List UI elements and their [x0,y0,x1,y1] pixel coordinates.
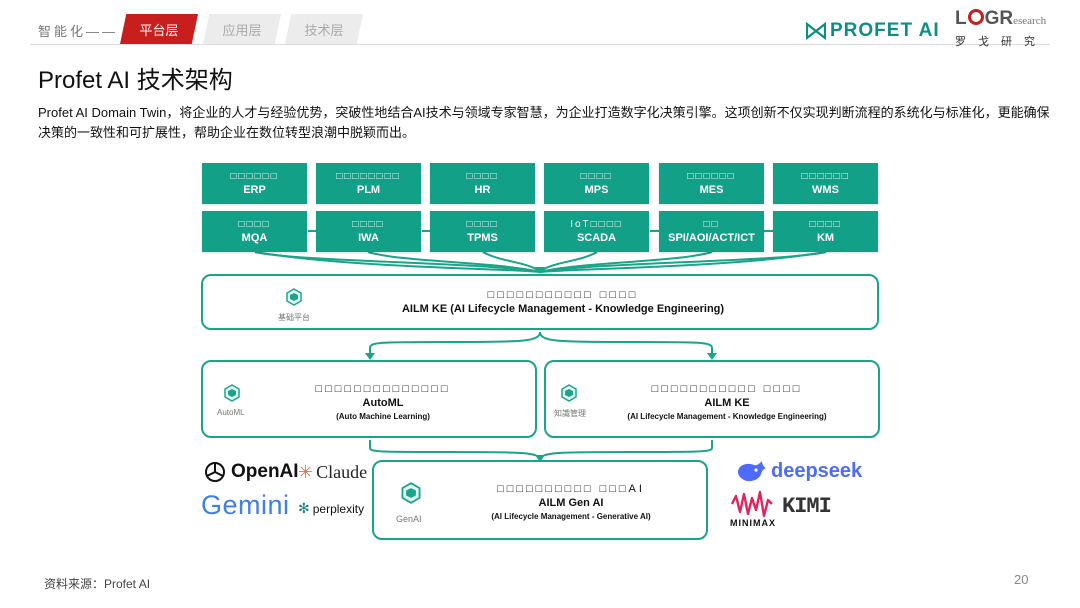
ailmke-cn-label: □□□□□□□□□□□ □□□□ [651,383,803,395]
logr-gr: GR [984,8,1014,29]
claude-star-icon: ✳ [298,462,314,482]
system-cn-label: IoT□□□□ [570,219,623,230]
automl-en-label: AutoML [362,397,404,409]
whale-icon [738,461,766,482]
system-box-mes: □□□□□□ MES [659,163,764,204]
ailmke-icon-label: 知識管理 [554,409,586,418]
genai-cn-label: □□□□□□□□□□ □□□AI [497,483,645,495]
openai-icon [205,462,225,482]
profet-logo-icon [806,22,826,40]
page-description: Profet AI Domain Twin，将企业的人才与经验优势，突破性地结合… [38,105,1050,140]
system-en-label: SPI/AOI/ACT/ICT [668,232,755,244]
system-cn-label: □□□□□□ [801,171,850,182]
system-cn-label: □□□□ [809,219,842,230]
system-cn-label: □□□□ [466,171,499,182]
openai-label: OpenAI [231,461,299,482]
gemini-label: Gemini [201,490,290,520]
automl-sub-label: (Auto Machine Learning) [336,412,430,421]
system-box-wms: □□□□□□ WMS [773,163,878,204]
logr-suffix: esearch [1013,15,1047,27]
tab-application-layer[interactable]: 应用层 [203,14,281,44]
system-en-label: PLM [356,184,381,196]
genai-icon-label: GenAI [396,514,422,524]
system-box-hr: □□□□ HR [430,163,535,204]
system-box-iwa: □□□□ IWA [316,211,421,252]
platform-icon-label: 基础平台 [278,313,310,322]
system-cn-label: □□□□ [238,219,271,230]
gemini-logo: Gemini [201,490,290,521]
source-note: 资料来源：Profet AI [44,577,151,591]
minimax-label: MINIMAX [730,518,776,528]
automl-cn-label: □□□□□□□□□□□□□□ [315,383,451,395]
perplexity-logo: ✻ perplexity [298,500,364,517]
system-en-label: KM [816,232,835,244]
brand-name: PROFET AI [830,20,940,41]
logr-subtitle: 罗戈研究 [955,36,1047,48]
system-en-label: IWA [358,232,379,244]
system-box-mqa: □□□□ MQA [202,211,307,252]
system-cn-label: □□□□ [466,219,499,230]
system-en-label: ERP [243,184,266,196]
module-ailm-ke: 知識管理 □□□□□□□□□□□ □□□□ AILM KE (AI Lifecy… [544,360,880,438]
minimax-wave-icon [730,490,773,518]
system-cn-label: □□ [703,219,720,230]
perplexity-label: perplexity [312,501,365,516]
system-cn-label: □□□□□□ [687,171,736,182]
system-cn-label: □□□□ [580,171,613,182]
target-icon [967,9,984,25]
system-cn-label: □□□□□□ [230,171,279,182]
claude-label: Claude [316,462,368,482]
system-en-label: SCADA [576,232,617,244]
platform-en-label: AILM KE (AI Lifecycle Management - Knowl… [401,303,725,315]
module-automl: AutoML □□□□□□□□□□□□□□ AutoML (Auto Machi… [201,360,537,438]
automl-icon-label: AutoML [217,408,245,417]
logr-research-logo: L GR esearch 罗戈研究 [955,8,1065,52]
deepseek-label: deepseek [771,459,863,482]
claude-logo: ✳ Claude [298,462,367,483]
tab-platform-layer[interactable]: 平台层 [120,14,198,44]
ailmke-sub-label: (AI Lifecycle Management - Knowledge Eng… [627,412,827,421]
cube-icon [561,384,577,402]
platform-ailm-ke: 基础平台 □□□□□□□□□□□ □□□□ AILM KE (AI Lifecy… [201,274,879,330]
tab-technology-layer[interactable]: 技术层 [285,14,363,44]
system-cn-label: □□□□ [352,219,385,230]
genai-sub-label: (AI Lifecycle Management - Generative AI… [491,512,651,521]
system-box-km: □□□□ KM [773,211,878,252]
profet-ai-logo: PROFET AI [806,20,940,42]
system-en-label: WMS [812,184,839,196]
system-en-label: MQA [241,232,268,244]
system-cn-label: □□□□□□□□ [336,171,401,182]
genai-en-label: AILM Gen AI [538,497,604,509]
page-number: 20 [1014,572,1029,587]
ailmke-en-label: AILM KE [704,397,750,409]
page-title: Profet AI 技术架构 [38,67,233,94]
kimi-label: KIMI [782,494,832,519]
cube-icon [401,482,421,504]
system-box-spi-aoi-act-ict: □□ SPI/AOI/ACT/ICT [659,211,764,252]
openai-logo: OpenAI [203,460,299,484]
system-box-scada: IoT□□□□ SCADA [544,211,649,252]
kimi-logo: KIMI [782,494,832,519]
perplexity-icon: ✻ [298,500,310,516]
section-label: 智能化—— [38,24,119,39]
system-en-label: HR [474,184,491,196]
minimax-logo: MINIMAX [730,490,776,528]
cube-icon [286,288,302,306]
cube-icon [224,384,240,402]
logr-l: L [955,8,967,29]
platform-cn-label: □□□□□□□□□□□ □□□□ [487,289,639,301]
header-divider [30,44,1050,45]
system-en-label: TPMS [467,232,498,244]
system-box-plm: □□□□□□□□ PLM [316,163,421,204]
system-box-mps: □□□□ MPS [544,163,649,204]
deepseek-logo: deepseek [735,458,862,484]
system-box-tpms: □□□□ TPMS [430,211,535,252]
system-en-label: MES [699,184,724,196]
module-genai: GenAI □□□□□□□□□□ □□□AI AILM Gen AI (AI L… [372,460,708,540]
system-en-label: MPS [584,184,609,196]
system-box-erp: □□□□□□ ERP [202,163,307,204]
